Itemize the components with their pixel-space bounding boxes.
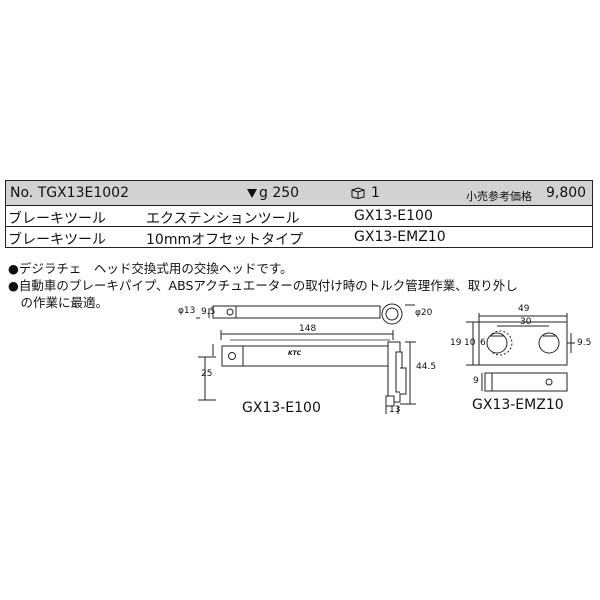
note-line: ●デジラチェ ヘッド交換式用の交換ヘッドです。	[8, 261, 293, 276]
caption-gx13-emz10: GX13-EMZ10	[472, 397, 564, 413]
note-line: の作業に最適。	[8, 295, 109, 310]
dim-9-5-right: 9.5	[577, 338, 592, 348]
dim-13: 13	[389, 405, 401, 415]
price-value: 9,800	[546, 185, 587, 201]
dim-44-5: 44.5	[416, 362, 437, 372]
dim-49: 49	[518, 304, 530, 314]
spec-table: No. TGX13E1002 g 250 1 小売参考価格 9,800 ブレーキ…	[5, 180, 593, 248]
dim-phi20: φ20	[415, 308, 433, 318]
weight-triangle-icon	[247, 188, 257, 198]
item-number: No. TGX13E1002	[10, 185, 129, 201]
dim-19: 19	[450, 338, 462, 348]
quantity-value: 1	[371, 185, 380, 201]
row-model: GX13-E100	[354, 208, 433, 224]
dim-6: 6	[480, 338, 486, 348]
dim-30: 30	[520, 317, 532, 327]
weight-value: g 250	[259, 185, 300, 201]
package-box-icon	[351, 187, 365, 199]
row-model: GX13-EMZ10	[354, 229, 446, 245]
row-category: ブレーキツール	[8, 232, 106, 248]
spec-row: ブレーキツール 10mmオフセットタイプ GX13-EMZ10	[6, 227, 592, 248]
dim-10: 10	[464, 338, 476, 348]
spec-row: ブレーキツール エクステンションツール GX13-E100	[6, 206, 592, 227]
dim-9-5: 9.5	[201, 307, 216, 317]
quantity: 1	[351, 185, 380, 201]
dim-9: 9	[473, 376, 479, 386]
row-category: ブレーキツール	[8, 211, 106, 227]
brand-label: KTC	[288, 350, 302, 357]
notes: ●デジラチェ ヘッド交換式用の交換ヘッドです。 ●自動車のブレーキパイプ、ABS…	[8, 260, 593, 311]
spec-header-row: No. TGX13E1002 g 250 1 小売参考価格 9,800	[6, 181, 592, 206]
dim-phi13: φ13	[178, 306, 196, 316]
caption-gx13-e100: GX13-E100	[242, 400, 321, 416]
dim-25: 25	[201, 369, 213, 379]
row-description: 10mmオフセットタイプ	[146, 232, 304, 248]
weight: g 250	[247, 185, 299, 201]
row-description: エクステンションツール	[146, 211, 300, 227]
dim-148: 148	[299, 324, 317, 334]
note-line: ●自動車のブレーキパイプ、ABSアクチュエーターの取付け時のトルク管理作業、取り…	[8, 278, 518, 293]
price-label: 小売参考価格	[466, 190, 532, 203]
